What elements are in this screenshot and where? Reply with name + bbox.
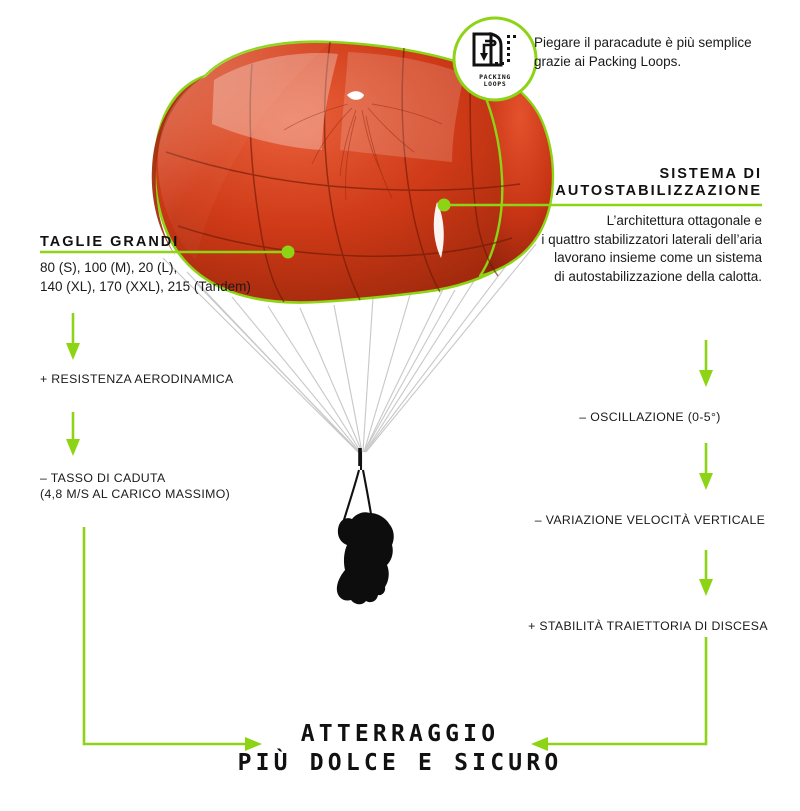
callout-sizes-body: 80 (S), 100 (M), 20 (L), 140 (XL), 170 (… (40, 259, 290, 296)
flow-arrow-left-1 (66, 313, 80, 360)
skydiver-figure (336, 448, 394, 605)
flow-left-item-1: + RESISTENZA AERODINAMICA (40, 372, 234, 386)
connector-left-to-conclusion (82, 527, 262, 751)
leader-dot-left (281, 245, 295, 259)
canopy-apex-vent (347, 91, 364, 100)
flow-arrow-left-2 (66, 412, 80, 456)
packing-loops-badge-label: PACKING LOOPS (452, 73, 538, 89)
badge-label-line1: PACKING (479, 73, 511, 81)
conclusion-headline: ATTERRAGGIO PIÙ DOLCE E SICURO (200, 720, 600, 778)
air-stabilizer-slot (433, 202, 444, 258)
conclusion-line2: PIÙ DOLCE E SICURO (237, 750, 563, 776)
flow-right-item-3: + STABILITÀ TRAIETTORIA DI DISCESA (528, 619, 768, 633)
flow-right-item-2: – VARIAZIONE VELOCITÀ VERTICALE (534, 513, 766, 527)
callout-autostabilization-body-line4: di autostabilizzazione della calotta. (554, 268, 762, 284)
flow-left-item-2: – TASSO DI CADUTA (4,8 M/S AL CARICO MAS… (40, 470, 230, 502)
callout-sizes-body-line2: 140 (XL), 170 (XXL), 215 (Tandem) (40, 278, 251, 294)
callout-autostabilization-body: L’architettura ottagonale e i quattro st… (522, 212, 762, 286)
badge-label-line2: LOOPS (483, 80, 507, 89)
flow-left-item-2-label: – TASSO DI CADUTA (40, 471, 166, 485)
leader-dot-right (437, 198, 451, 212)
callout-autostabilization-title-line2: AUTOSTABILIZZAZIONE (555, 183, 762, 200)
callout-autostabilization-body-line3: lavorano insieme come un sistema (554, 250, 762, 265)
callout-autostabilization-title-line1: SISTEMA DI (659, 166, 762, 182)
callout-autostabilization-body-line1: L’architettura ottagonale e (606, 213, 762, 228)
packing-loops-icon (472, 32, 516, 67)
packing-loops-badge: PACKING LOOPS (452, 16, 538, 102)
packing-loops-note: Piegare il paracadute è più semplice gra… (534, 35, 752, 69)
conclusion-line1: ATTERRAGGIO (300, 721, 500, 747)
callout-sizes-title: TAGLIE GRANDI (40, 234, 180, 250)
flow-arrow-right-3 (699, 550, 713, 596)
flow-left-item-2-sub: (4,8 M/S AL CARICO MASSIMO) (40, 487, 231, 501)
flow-arrow-right-1 (699, 340, 713, 387)
flow-right-item-1: – OSCILLAZIONE (0-5°) (579, 410, 721, 424)
callout-autostabilization: SISTEMA DI AUTOSTABILIZZAZIONE (500, 166, 762, 201)
callout-autostabilization-body-line2: i quattro stabilizzatori laterali dell’a… (541, 231, 762, 247)
callout-sizes-body-line1: 80 (S), 100 (M), 20 (L), (40, 260, 178, 275)
flow-arrow-right-2 (699, 443, 713, 490)
